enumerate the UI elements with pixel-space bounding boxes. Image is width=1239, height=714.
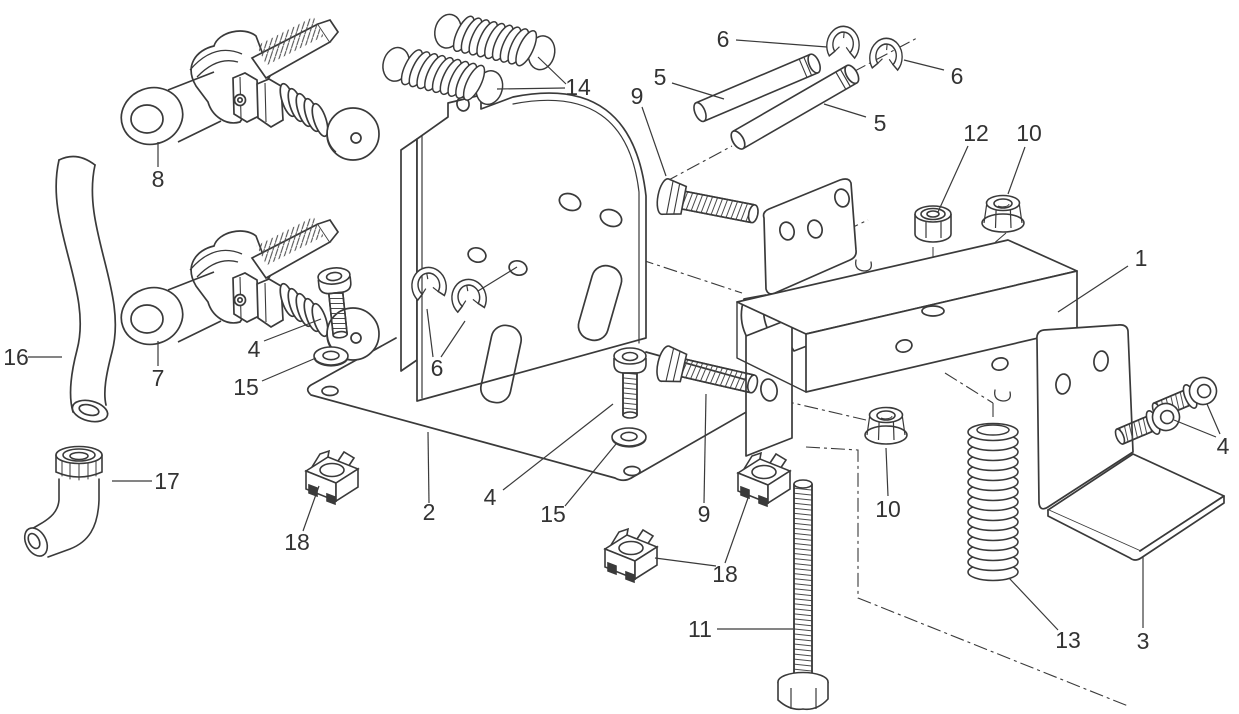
elbow-fitting bbox=[23, 445, 103, 558]
callout-labels: 1 2 3 4 4 4 5 5 6 6 6 7 8 9 9 10 10 11 1… bbox=[3, 26, 1229, 654]
washer-left bbox=[313, 346, 349, 367]
l-bracket bbox=[1036, 324, 1225, 561]
callout-6a: 6 bbox=[717, 26, 730, 52]
callout-8: 8 bbox=[152, 166, 165, 192]
callout-9a: 9 bbox=[631, 83, 644, 109]
valve-assembly-upper bbox=[112, 15, 380, 161]
callout-1: 1 bbox=[1135, 245, 1148, 271]
main-bracket bbox=[736, 178, 1078, 457]
e-clip-top-right bbox=[868, 36, 905, 72]
callout-9b: 9 bbox=[698, 501, 711, 527]
cage-nut-left bbox=[305, 450, 359, 505]
callout-2: 2 bbox=[423, 499, 436, 525]
socket-screw-center bbox=[613, 347, 647, 419]
callout-12: 12 bbox=[963, 120, 989, 146]
callout-10a: 10 bbox=[1016, 120, 1042, 146]
callout-15b: 15 bbox=[540, 501, 566, 527]
callout-17: 17 bbox=[154, 468, 180, 494]
callout-4b: 4 bbox=[484, 484, 497, 510]
callout-4c: 4 bbox=[1217, 433, 1230, 459]
pin-left bbox=[690, 51, 824, 124]
callout-6c: 6 bbox=[431, 355, 444, 381]
callout-15a: 15 bbox=[233, 374, 259, 400]
e-clip-top-left bbox=[825, 24, 862, 60]
callout-3: 3 bbox=[1137, 628, 1150, 654]
long-hex-bolt bbox=[777, 479, 829, 711]
washer-center bbox=[611, 427, 647, 448]
callout-4a: 4 bbox=[248, 336, 261, 362]
hex-bolt-lower bbox=[653, 343, 762, 404]
pin-right bbox=[727, 62, 863, 153]
flange-nut-bottom bbox=[864, 406, 908, 445]
callout-18b: 18 bbox=[712, 561, 738, 587]
callout-18a: 18 bbox=[284, 529, 310, 555]
callout-10b: 10 bbox=[875, 496, 901, 522]
callout-5a: 5 bbox=[654, 64, 667, 90]
callout-13: 13 bbox=[1055, 627, 1081, 653]
callout-7: 7 bbox=[152, 365, 165, 391]
compression-spring bbox=[967, 422, 1019, 582]
callout-6b: 6 bbox=[951, 63, 964, 89]
leader-lines bbox=[28, 39, 1221, 631]
tube bbox=[55, 155, 117, 423]
callout-11: 11 bbox=[688, 616, 712, 642]
callout-14: 14 bbox=[565, 74, 591, 100]
base-plate-bracket bbox=[306, 92, 779, 482]
cage-nut-center bbox=[604, 528, 658, 583]
hex-bolt-upper bbox=[653, 176, 762, 234]
callout-5b: 5 bbox=[874, 110, 887, 136]
callout-16: 16 bbox=[3, 344, 29, 370]
lock-nut bbox=[914, 205, 952, 243]
flange-nut-top bbox=[981, 194, 1025, 233]
cage-nut-right bbox=[737, 452, 791, 507]
